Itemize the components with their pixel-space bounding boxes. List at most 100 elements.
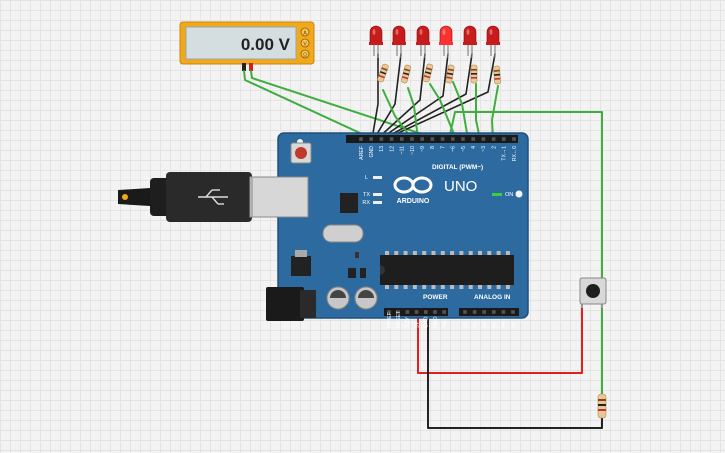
digital-pin-label: 7 [440,146,446,149]
digital-pin-label: 12 [389,146,395,152]
digital-pin[interactable] [430,137,435,141]
svg-text:L: L [365,175,368,181]
analog-pin[interactable] [463,310,467,314]
reset-button[interactable] [290,142,312,164]
led[interactable] [439,25,453,58]
led[interactable] [392,25,406,58]
digital-pin-label: ~10 [410,146,416,155]
digital-pin[interactable] [420,137,424,141]
digital-pin[interactable] [389,137,394,141]
digital-pin-label: ~5 [461,146,467,152]
analog-pin-label: A5 [511,322,517,328]
usb-port[interactable] [251,176,309,218]
on-led [492,193,502,196]
arduino-logo [393,176,433,194]
digital-pin[interactable] [359,137,363,141]
digital-pin-label: RX←0 [512,146,518,161]
digital-pin[interactable] [502,137,506,141]
usb-icon [198,189,228,205]
digital-pin-label: 2 [491,146,497,149]
power-pin-label: GND [424,316,430,328]
digital-pin[interactable] [481,137,486,141]
crystal-oscillator [322,224,364,243]
analog-pin[interactable] [511,310,515,314]
digital-pin-label: 13 [379,146,385,152]
pulldown-resistor[interactable] [597,393,607,419]
analog-pin-label: A1 [472,322,478,328]
led[interactable] [416,25,430,58]
digital-header-label: DIGITAL (PWM~) [432,164,483,171]
power-pin[interactable] [387,310,391,314]
power-pin-label: 5V [414,321,420,328]
mode-v-button[interactable] [300,38,310,48]
digital-pin-label: ~3 [481,146,487,152]
power-pin-label: IOREF [387,312,393,328]
digital-pin[interactable] [451,137,455,141]
wire-5v-red[interactable] [417,304,583,374]
multimeter-probe-red[interactable] [249,63,253,71]
wires[interactable] [243,53,603,429]
svg-text:Ω: Ω [303,53,307,59]
power-pin[interactable] [396,310,400,314]
digital-pin[interactable] [400,137,404,141]
power-pin-label: RESET [396,310,402,328]
led[interactable] [369,25,383,58]
digital-pin-label: GND [369,146,375,158]
arduino-model-text: UNO [444,178,477,195]
digital-pin-label: TX→1 [502,146,508,161]
svg-text:RX: RX [362,200,370,206]
digital-pin[interactable] [471,137,475,141]
svg-text:A: A [303,31,307,37]
mode-a-button[interactable] [300,27,310,37]
digital-pin[interactable] [369,137,373,141]
led-resistors[interactable] [377,63,501,85]
analog-pin-label: A3 [492,322,498,328]
led-signal-wires[interactable] [382,81,499,140]
wire-button-signal[interactable] [448,111,603,291]
analog-pin-label: A4 [501,322,507,328]
pushbutton[interactable] [579,277,607,308]
analog-header[interactable] [459,308,519,316]
digital-pin-label: 4 [471,146,477,149]
svg-text:ON: ON [505,192,513,198]
digital-pin[interactable] [440,137,445,141]
mode-ohm-button[interactable] [300,49,310,59]
power-pin[interactable] [433,310,437,314]
analog-pin[interactable] [472,310,477,314]
svg-text:TX: TX [363,192,370,198]
atmega-chip [380,251,514,289]
analog-pin[interactable] [492,310,496,314]
digital-pin[interactable] [461,137,465,141]
led[interactable] [463,25,477,58]
analog-pin-label: A2 [482,322,488,328]
digital-pin[interactable] [512,137,516,141]
digital-pin[interactable] [379,137,384,141]
analog-pin[interactable] [482,310,486,314]
multimeter[interactable]: 0.00 V A V Ω [179,21,315,71]
svg-text:V: V [303,42,307,48]
multimeter-mode-buttons[interactable]: A V Ω [300,27,310,59]
analog-pin[interactable] [501,310,506,314]
power-pin[interactable] [442,310,446,314]
digital-pin-label: ~9 [420,146,426,152]
power-jack[interactable] [266,287,316,321]
analog-header-label: ANALOG IN [474,294,511,301]
power-pin-label: 3.3V [405,317,411,328]
wire-multimeter-black[interactable] [243,70,374,140]
digital-pin-label: AREF [359,146,365,160]
arduino-brand-text: ARDUINO [397,198,430,205]
power-pin[interactable] [414,310,419,314]
power-pin-label: Vin [442,320,448,328]
led-array[interactable] [369,25,500,58]
digital-pin[interactable] [410,137,414,141]
multimeter-probe-black[interactable] [242,63,246,71]
wire-gnd-black[interactable] [427,317,603,429]
led[interactable] [486,25,500,58]
power-pin[interactable] [405,310,410,314]
power-pin[interactable] [424,310,428,314]
analog-pin-label: A0 [463,322,469,328]
power-pin-label: GND [433,316,439,328]
digital-pin[interactable] [491,137,496,141]
